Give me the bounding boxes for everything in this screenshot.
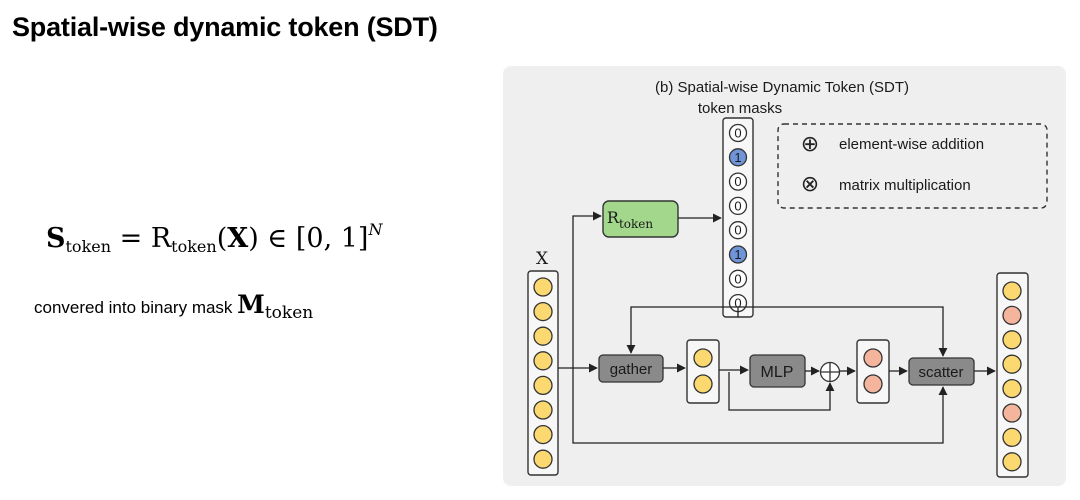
token-masks-label: token masks (698, 100, 782, 117)
output-token (1002, 305, 1022, 326)
formula-tail: ) ∈ [0, 1] (248, 223, 369, 254)
processed-token (863, 374, 883, 394)
router-label-sub: token (619, 217, 653, 231)
mask-symbol-sub: token (264, 303, 314, 323)
mul-symbol-icon: ⊗ (801, 172, 819, 197)
output-tokens (1002, 281, 1022, 472)
router-label-main: R (607, 208, 620, 227)
formula-equals: = R (111, 223, 172, 254)
legend-box (777, 123, 1048, 209)
formula-sup: N (368, 220, 383, 239)
mask-token-value: 0 (734, 126, 741, 141)
input-token (533, 400, 553, 420)
formula-s-sub: token (65, 237, 112, 256)
arrow-x-to-scatter (572, 368, 948, 444)
router-label: Rtoken (607, 208, 653, 231)
mask-token (728, 123, 748, 143)
formula-x: X (227, 223, 249, 254)
mask-token-value: 0 (734, 223, 741, 238)
add-symbol-icon: ⊕ (801, 132, 819, 157)
input-token (533, 351, 553, 371)
output-token (1002, 427, 1022, 448)
input-token (533, 375, 553, 396)
output-token (1002, 330, 1022, 350)
mask-token (728, 172, 748, 191)
add-node-icon (819, 361, 841, 383)
input-token (533, 326, 553, 346)
arrow-mask-to-gather (626, 306, 739, 354)
router-formula: Stoken = Rtoken(X) ∈ [0, 1]N (46, 220, 382, 256)
scatter-label: scatter (918, 364, 963, 381)
router-box (602, 200, 679, 238)
output-token (1002, 403, 1022, 423)
diagram-caption: (b) Spatial-wise Dynamic Token (SDT) (655, 79, 909, 96)
slide-title: Spatial-wise dynamic token (SDT) (12, 12, 438, 42)
mask-token (728, 221, 748, 240)
input-token (533, 277, 553, 297)
output-token (1002, 452, 1022, 472)
mask-token (728, 148, 748, 167)
arrow-residual (728, 372, 835, 411)
mask-token-value: 1 (734, 150, 741, 165)
output-token-column (996, 272, 1029, 478)
mask-token-value: 1 (734, 247, 741, 262)
input-tokens (533, 277, 553, 469)
processed-token (863, 348, 883, 368)
gather-label: gather (610, 361, 653, 378)
output-token (1002, 281, 1022, 301)
input-token (533, 449, 553, 469)
input-token-column (527, 270, 559, 476)
mask-symbol: Mtoken (237, 290, 313, 323)
mask-token (728, 245, 748, 264)
mask-symbol-m: M (237, 290, 265, 319)
gathered-token (693, 348, 713, 368)
legend-mul-text: matrix multiplication (839, 177, 971, 194)
x-input-label: X (536, 249, 549, 269)
arrow-x-to-router (558, 211, 602, 369)
mask-tokens: 0 1 0 0 0 1 0 0 (728, 123, 748, 313)
input-token (533, 424, 553, 445)
diagram-panel (503, 66, 1066, 486)
formula-r-sub: token (171, 237, 217, 256)
gathered-token (693, 374, 713, 394)
mask-token-value: 0 (734, 174, 741, 189)
mask-token (728, 269, 748, 288)
mlp-label: MLP (761, 364, 794, 381)
mask-description: convered into binary mask Mtoken (34, 290, 313, 323)
output-token (1002, 354, 1022, 374)
formula-s: S (46, 223, 66, 254)
output-token (1002, 378, 1022, 399)
legend-add-text: element-wise addition (839, 136, 984, 153)
mask-token-value: 0 (734, 271, 741, 286)
mask-description-text: convered into binary mask (34, 298, 238, 317)
mask-token-value: 0 (734, 296, 741, 311)
arrow-mask-to-scatter (738, 306, 948, 357)
mask-token (728, 196, 748, 216)
diagram-arrows (558, 211, 996, 444)
mask-token-value: 0 (734, 198, 741, 213)
input-token (533, 301, 553, 322)
formula-paren: ( (216, 223, 228, 254)
